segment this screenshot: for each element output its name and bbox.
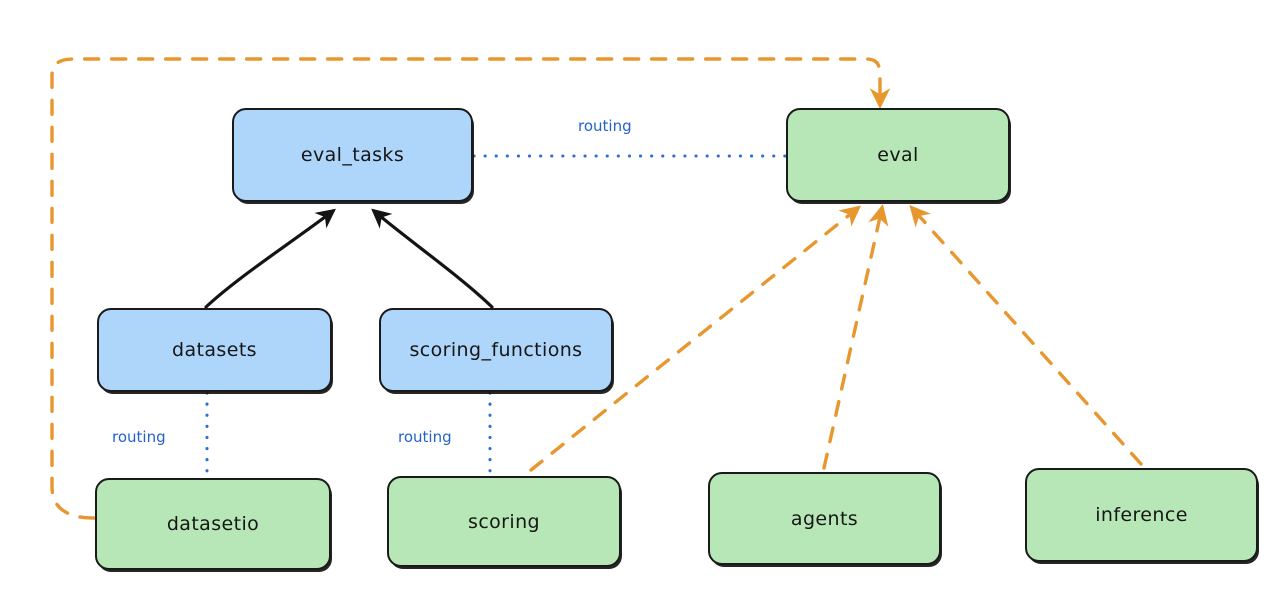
node-label-agents: agents	[790, 507, 859, 530]
node-label-inference: inference	[1095, 504, 1188, 526]
edge-datasetio-to-eval	[50, 57, 891, 520]
node-label-scoring: scoring	[468, 510, 540, 533]
node-scoring[interactable]: scoring	[387, 476, 621, 567]
node-label-eval: eval	[877, 144, 919, 166]
edge-scoring-functions-to-eval-tasks	[371, 208, 494, 309]
edge-label-routing-eval-tasks: routing	[578, 117, 632, 135]
edge-inference-to-eval	[909, 205, 1143, 466]
edge-datasets-to-eval-tasks	[204, 208, 336, 309]
edge-agents-to-eval	[822, 204, 889, 470]
node-label-datasets: datasets	[172, 339, 257, 361]
node-datasetio[interactable]: datasetio	[95, 478, 331, 570]
node-eval[interactable]: eval	[786, 108, 1010, 202]
node-inference[interactable]: inference	[1025, 468, 1258, 562]
node-label-datasetio: datasetio	[166, 513, 260, 535]
node-label-scoring-functions: scoring_functions	[409, 339, 583, 361]
edge-label-routing-scoring-functions: routing	[398, 428, 452, 446]
node-datasets[interactable]: datasets	[97, 308, 332, 392]
node-eval-tasks[interactable]: eval_tasks	[232, 108, 473, 202]
edge-label-routing-datasets: routing	[112, 428, 166, 446]
node-agents[interactable]: agents	[708, 472, 941, 565]
node-label-eval-tasks: eval_tasks	[300, 144, 405, 166]
node-scoring-functions[interactable]: scoring_functions	[379, 308, 613, 392]
